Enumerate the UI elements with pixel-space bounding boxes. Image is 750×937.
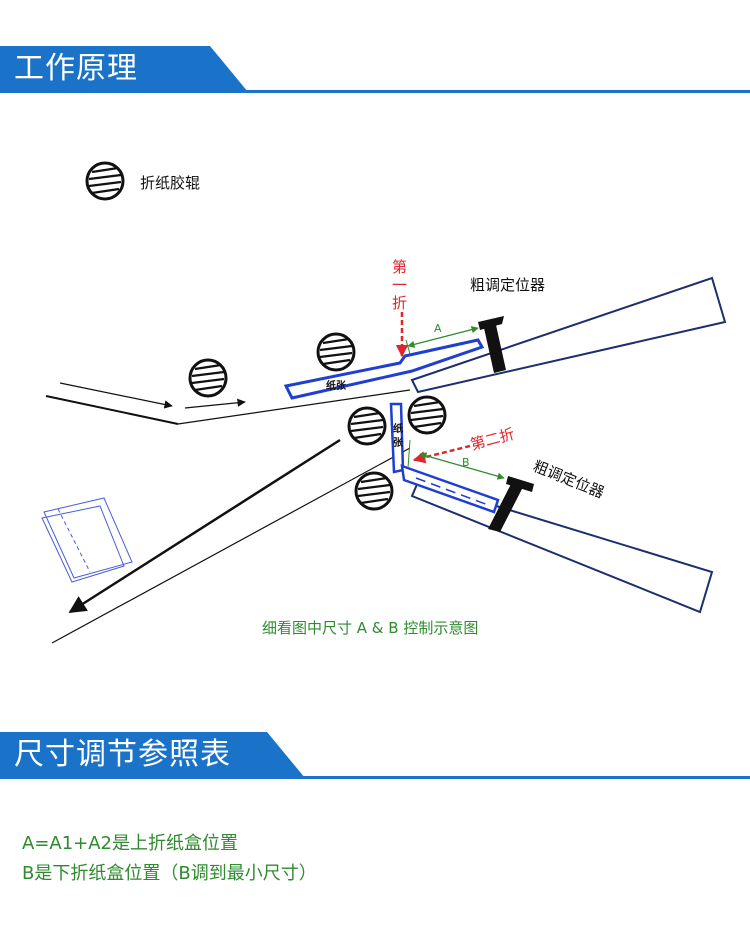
header-tab bbox=[0, 46, 248, 92]
dimension-a-tick bbox=[405, 339, 411, 355]
paper-sheet-upper bbox=[283, 338, 485, 400]
header-rule bbox=[0, 776, 750, 779]
dimension-b-label: B bbox=[462, 456, 470, 469]
roller-icon bbox=[316, 332, 356, 372]
paper-label-lower-1: 纸 bbox=[393, 422, 403, 435]
feed-arrow-2 bbox=[184, 398, 246, 409]
first-fold-label-2: 一 bbox=[392, 276, 407, 294]
section-header-size-adjustment: 尺寸调节参照表 bbox=[0, 732, 750, 784]
section-title: 工作原理 bbox=[14, 51, 138, 86]
upper-stop-block bbox=[478, 316, 504, 330]
upper-fold-tray bbox=[410, 276, 727, 394]
dimension-b-tick bbox=[407, 439, 411, 469]
header-tab bbox=[0, 732, 305, 778]
dimension-a-label: A bbox=[434, 322, 442, 335]
paper-fold-dash bbox=[415, 477, 489, 506]
first-fold-label-3: 折 bbox=[392, 294, 407, 312]
feed-arrow bbox=[59, 382, 173, 409]
paper-label-lower-2: 张 bbox=[393, 436, 404, 449]
dimension-a-line bbox=[407, 326, 479, 348]
first-fold-label-1: 第 bbox=[392, 258, 407, 276]
note-line-b: B是下折纸盒位置（B调到最小尺寸） bbox=[22, 863, 317, 884]
lower-stop-label: 粗调定位器 bbox=[531, 457, 607, 502]
lower-stop-bar bbox=[488, 482, 524, 532]
diagram-caption: 细看图中尺寸 A & B 控制示意图 bbox=[262, 619, 478, 637]
upper-stop-label: 粗调定位器 bbox=[470, 276, 545, 294]
roller-icon bbox=[347, 406, 387, 446]
upper-stop-bar bbox=[484, 325, 506, 373]
output-line bbox=[51, 447, 411, 644]
feed-table-line bbox=[45, 395, 179, 425]
note-line-a: A=A1+A2是上折纸盒位置 bbox=[22, 833, 239, 854]
paper-label-upper: 纸张 bbox=[326, 379, 347, 392]
roller-icon bbox=[188, 358, 228, 398]
roller-icon bbox=[407, 395, 447, 435]
legend-label: 折纸胶辊 bbox=[140, 174, 200, 192]
feed-table-line-2 bbox=[177, 389, 411, 425]
legend-roller-icon bbox=[85, 161, 125, 201]
section-header-working-principle: 工作原理 bbox=[0, 46, 750, 98]
output-arrow bbox=[68, 438, 341, 614]
folding-diagram: 折纸胶辊 纸张 纸 张 粗调定位器 粗调定位器 第 一 折 第二折 bbox=[41, 161, 727, 644]
header-rule bbox=[0, 90, 750, 93]
section-title: 尺寸调节参照表 bbox=[14, 737, 231, 772]
roller-icon bbox=[354, 471, 394, 511]
lower-fold-tray bbox=[410, 480, 714, 614]
folded-paper-output bbox=[41, 497, 133, 583]
second-fold-label: 第二折 bbox=[468, 425, 516, 454]
dimension-b-line bbox=[419, 452, 505, 480]
